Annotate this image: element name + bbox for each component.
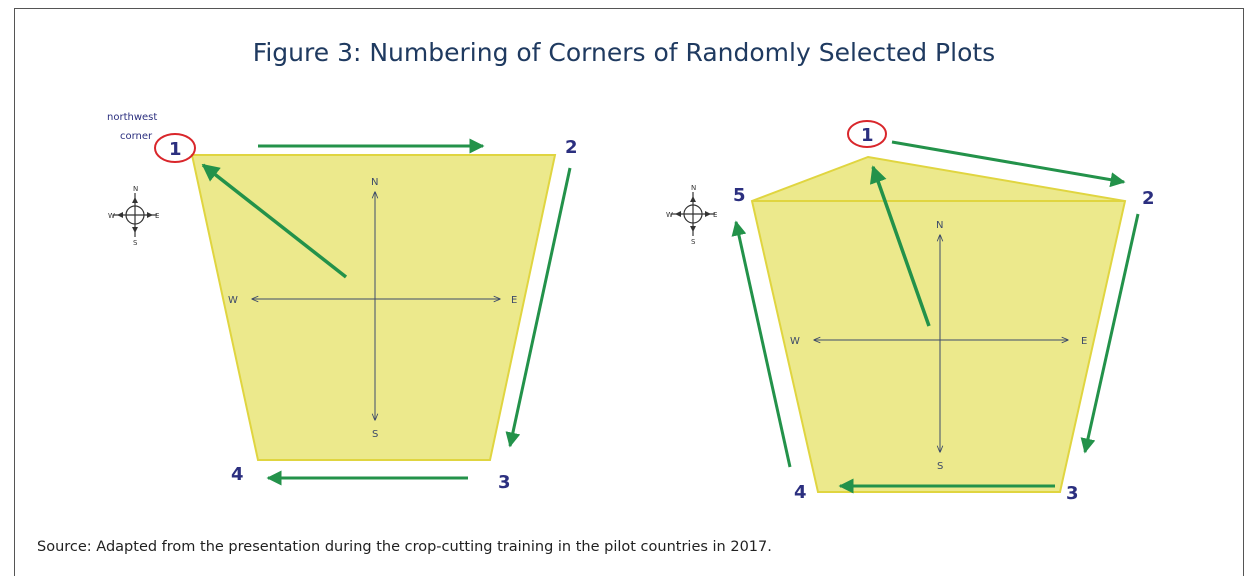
highlight-circle	[154, 133, 196, 163]
source-note: Source: Adapted from the presentation du…	[37, 539, 772, 555]
corner-number: 4	[794, 482, 807, 503]
corner-number: 2	[1142, 188, 1155, 209]
corner-number: 2	[565, 137, 578, 158]
axis-label-n: N	[371, 177, 378, 188]
arrow-4-to-5	[731, 220, 792, 468]
corner-number: 1	[861, 125, 874, 146]
northwest-note-line2: corner	[120, 131, 153, 142]
compass-w: W	[108, 212, 115, 220]
figure-title: Figure 3: Numbering of Corners of Random…	[252, 38, 996, 67]
compass-w: W	[666, 211, 673, 219]
corner-number: 4	[231, 464, 244, 485]
compass-e: E	[713, 211, 717, 219]
highlight-circle	[847, 120, 887, 148]
axis-label-e: E	[511, 295, 517, 306]
plot-left: N S E W 1 2 3 4 northwest corner	[107, 112, 578, 493]
axis-label-e: E	[1081, 336, 1087, 347]
compass-s: S	[691, 238, 696, 246]
corner-number: 3	[498, 472, 511, 493]
plot-right: N S E W 1 2 3 4 5	[731, 120, 1155, 504]
compass-n: N	[133, 185, 138, 193]
corner-number: 5	[733, 185, 746, 206]
corner-number: 1	[169, 139, 182, 160]
arrow-to-1	[201, 163, 348, 279]
arrow-to-1	[869, 165, 931, 327]
corner-number: 3	[1066, 483, 1079, 504]
compass-s: S	[133, 239, 138, 247]
axis-label-s: S	[372, 429, 378, 440]
axis-label-w: W	[228, 295, 238, 306]
compass-e: E	[155, 212, 159, 220]
compass-n: N	[691, 184, 696, 192]
axis-label-n: N	[936, 220, 943, 231]
axis-label-w: W	[790, 336, 800, 347]
northwest-note-line1: northwest	[107, 112, 157, 123]
compass-rose-icon: N S E W	[666, 184, 717, 246]
plot-right-shape	[750, 155, 1127, 493]
figure-frame	[14, 8, 1244, 576]
compass-rose-icon: N S E W	[108, 185, 159, 247]
arrow-1-to-2	[891, 140, 1126, 188]
arrow-2-to-3	[1080, 213, 1140, 454]
axis-label-s: S	[937, 461, 943, 472]
plot-left-shape	[190, 154, 557, 461]
arrow-2-to-3	[505, 167, 572, 448]
